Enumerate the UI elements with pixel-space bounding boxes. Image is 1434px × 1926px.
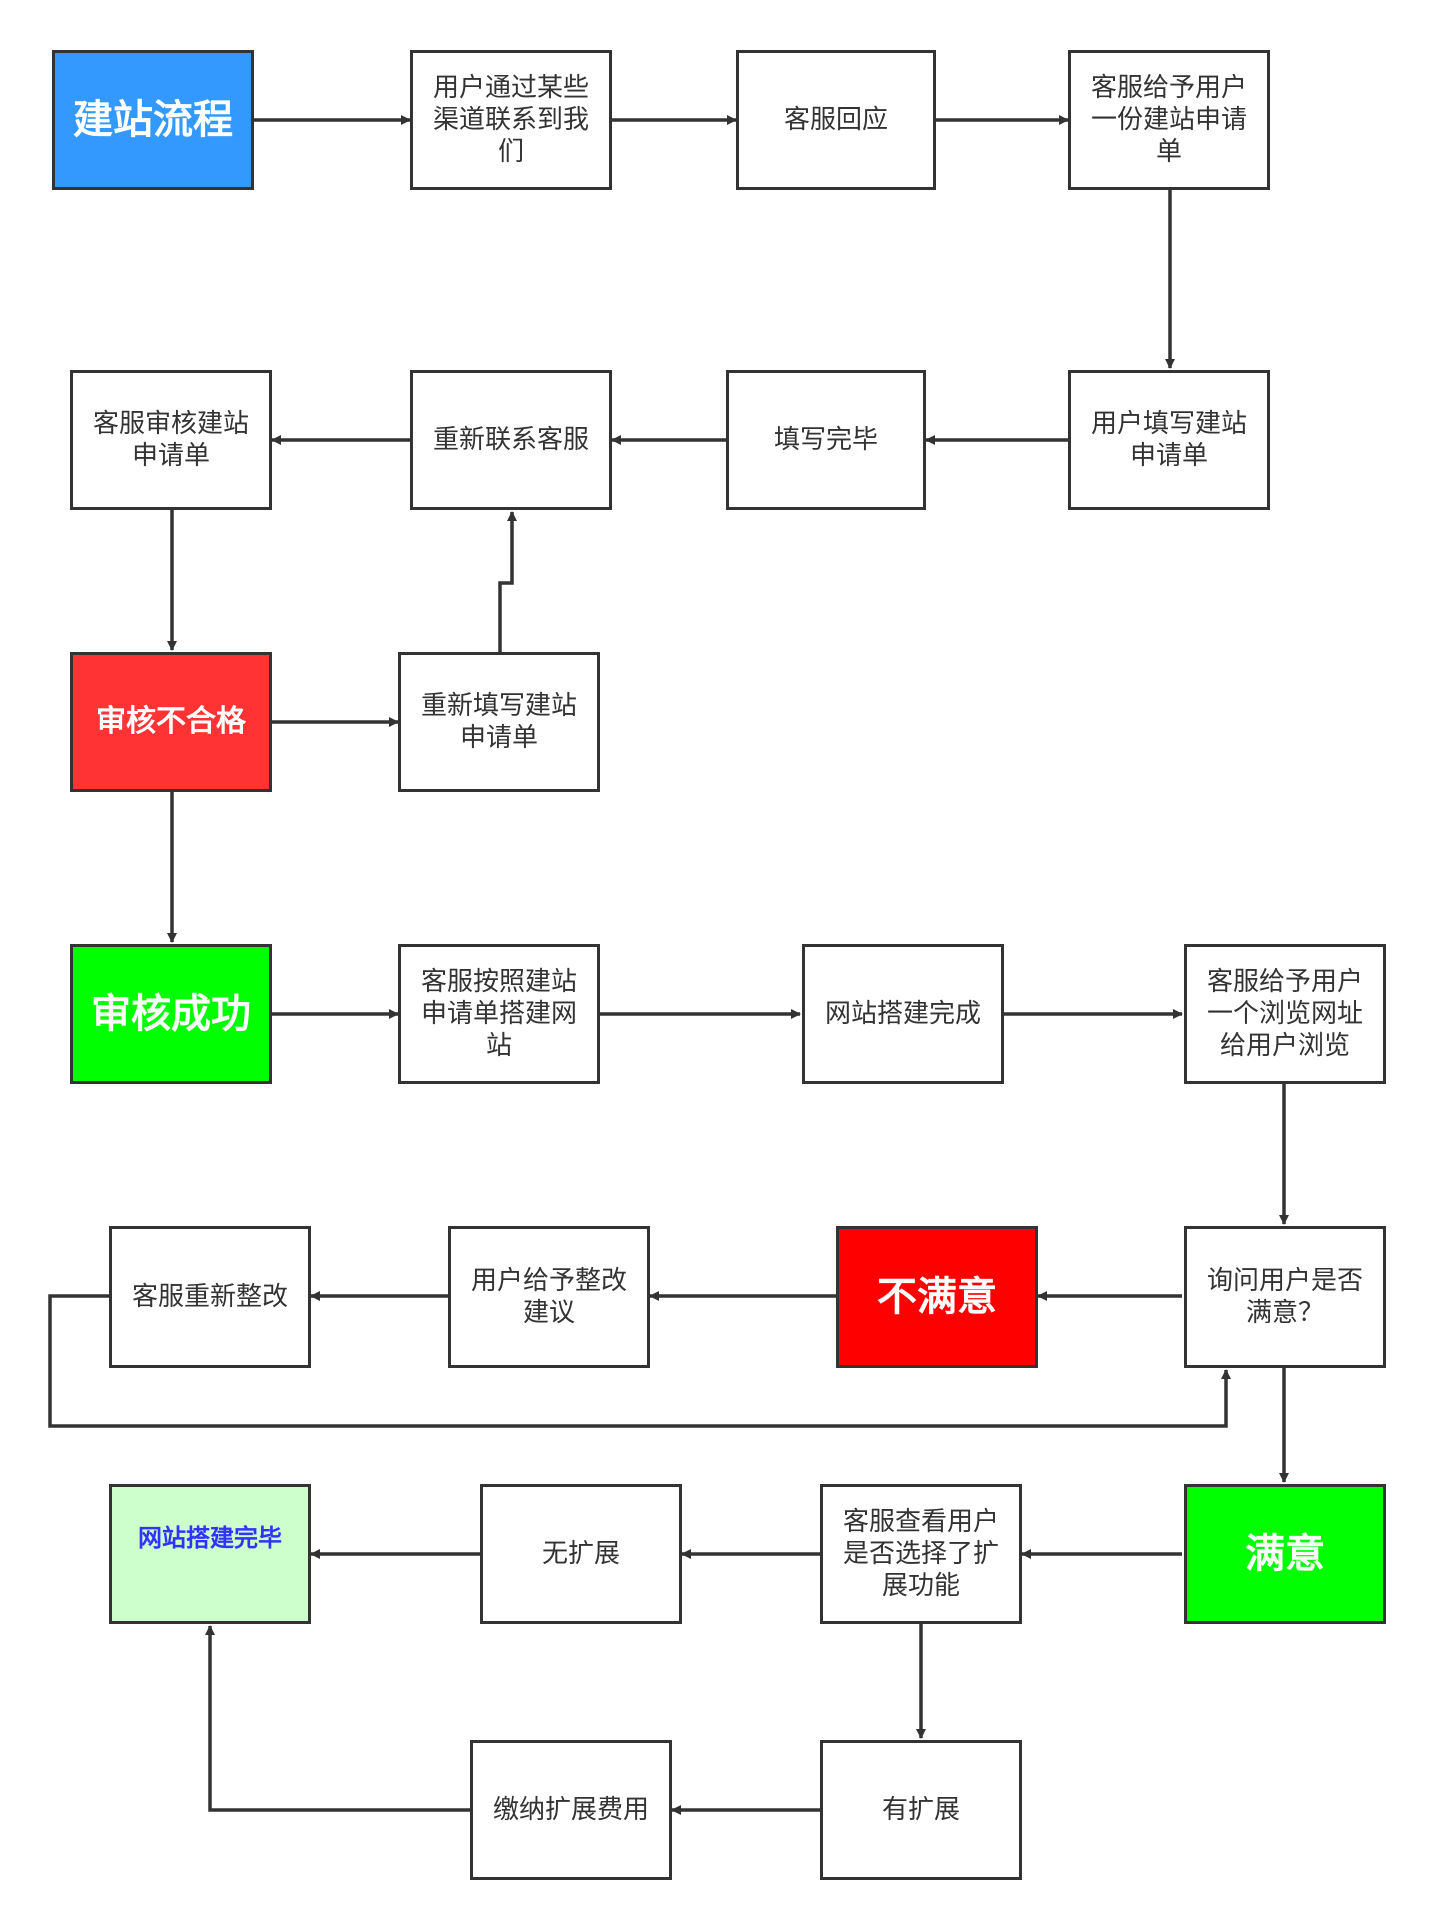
node-review[interactable]: 客服审核建站 申请单	[70, 370, 272, 510]
node-satisfied-label: 满意	[1245, 1531, 1325, 1577]
node-has-ext[interactable]: 有扩展	[820, 1740, 1022, 1880]
node-no-ext-label: 无扩展	[541, 1539, 620, 1569]
node-no-ext[interactable]: 无扩展	[480, 1484, 682, 1624]
node-built[interactable]: 网站搭建完成	[802, 944, 1004, 1084]
arrow-pay-to-finished	[205, 1625, 470, 1812]
node-filled-label: 填写完毕	[773, 425, 878, 455]
node-give-form[interactable]: 客服给予用户 一份建站申请 单	[1068, 50, 1270, 190]
node-check-ext-label: 客服查看用户 是否选择了扩 展功能	[842, 1507, 999, 1601]
node-reply[interactable]: 客服回应	[736, 50, 936, 190]
node-start-label: 建站流程	[73, 97, 233, 143]
node-contact[interactable]: 用户通过某些 渠道联系到我 们	[410, 50, 612, 190]
node-review-fail-label: 审核不合格	[96, 704, 246, 739]
node-filled[interactable]: 填写完毕	[726, 370, 926, 510]
node-finished[interactable]: 网站搭建完毕	[109, 1484, 311, 1624]
node-rework[interactable]: 客服重新整改	[109, 1226, 311, 1368]
node-build-label: 客服按照建站 申请单搭建网 站	[420, 967, 577, 1061]
node-not-satisfied[interactable]: 不满意	[836, 1226, 1038, 1368]
node-satisfied[interactable]: 满意	[1184, 1484, 1386, 1624]
node-check-ext[interactable]: 客服查看用户 是否选择了扩 展功能	[820, 1484, 1022, 1624]
node-built-label: 网站搭建完成	[824, 999, 981, 1029]
node-ask[interactable]: 询问用户是否 满意？	[1184, 1226, 1386, 1368]
node-build[interactable]: 客服按照建站 申请单搭建网 站	[398, 944, 600, 1084]
node-has-ext-label: 有扩展	[881, 1795, 960, 1825]
node-pay[interactable]: 缴纳扩展费用	[470, 1740, 672, 1880]
arrow-refill-to-recontact	[498, 511, 517, 652]
node-recontact-label: 重新联系客服	[432, 425, 589, 455]
node-suggest[interactable]: 用户给予整改 建议	[448, 1226, 650, 1368]
node-recontact[interactable]: 重新联系客服	[410, 370, 612, 510]
node-fill-form-label: 用户填写建站 申请单	[1090, 409, 1247, 471]
node-review-label: 客服审核建站 申请单	[92, 409, 249, 471]
node-review-ok-label: 审核成功	[91, 991, 251, 1037]
node-give-form-label: 客服给予用户 一份建站申请 单	[1090, 73, 1247, 167]
node-suggest-label: 用户给予整改 建议	[470, 1266, 627, 1328]
node-give-url-label: 客服给予用户 一个浏览网址 给用户浏览	[1206, 967, 1363, 1061]
node-rework-label: 客服重新整改	[131, 1282, 288, 1312]
node-review-fail[interactable]: 审核不合格	[70, 652, 272, 792]
node-refill[interactable]: 重新填写建站 申请单	[398, 652, 600, 792]
node-refill-label: 重新填写建站 申请单	[420, 691, 577, 753]
node-start[interactable]: 建站流程	[52, 50, 254, 190]
node-contact-label: 用户通过某些 渠道联系到我 们	[432, 73, 589, 167]
node-reply-label: 客服回应	[783, 105, 888, 135]
node-finished-label: 网站搭建完毕	[138, 1524, 282, 1552]
node-fill-form[interactable]: 用户填写建站 申请单	[1068, 370, 1270, 510]
arrow-rework-to-ask	[48, 1294, 1231, 1428]
node-review-ok[interactable]: 审核成功	[70, 944, 272, 1084]
node-not-satisfied-label: 不满意	[877, 1274, 997, 1320]
node-give-url[interactable]: 客服给予用户 一个浏览网址 给用户浏览	[1184, 944, 1386, 1084]
node-pay-label: 缴纳扩展费用	[492, 1795, 649, 1825]
node-ask-label: 询问用户是否 满意？	[1206, 1266, 1363, 1328]
